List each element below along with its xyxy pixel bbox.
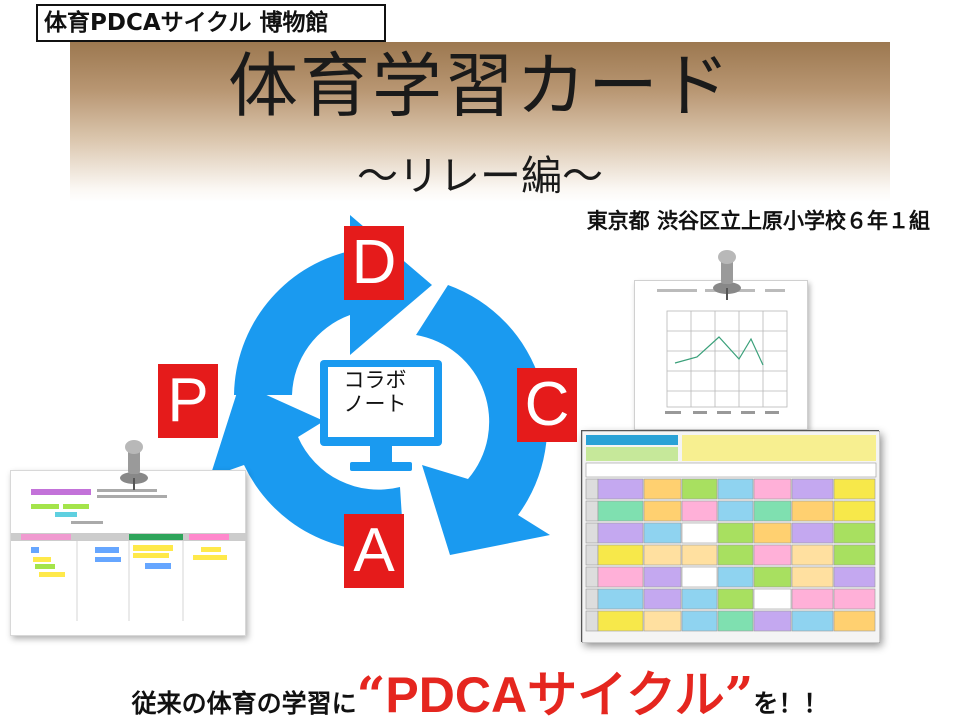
letter-a-box: A <box>344 514 404 588</box>
card-cell <box>717 588 754 610</box>
card-cell <box>597 522 644 544</box>
pdca-cycle-diagram <box>210 215 550 555</box>
card-cell <box>643 610 682 632</box>
card-cell <box>833 544 876 566</box>
card-cell <box>791 588 834 610</box>
card-cell <box>833 522 876 544</box>
monitor-label: コラボ ノート <box>330 368 420 416</box>
page-title: 体育学習カード <box>228 45 732 127</box>
card-cell <box>681 522 718 544</box>
pushpin-icon <box>120 440 148 490</box>
card-cell <box>717 610 754 632</box>
card-cell <box>585 588 599 610</box>
card-cell <box>681 478 718 500</box>
card-cell <box>585 462 877 478</box>
card-cell <box>585 566 599 588</box>
card-cell <box>833 500 876 522</box>
card-cell <box>833 588 876 610</box>
card-cell <box>791 522 834 544</box>
card-cell <box>597 610 644 632</box>
card-cell <box>753 588 792 610</box>
card-cell <box>791 566 834 588</box>
card-cell <box>753 478 792 500</box>
card-cell <box>753 566 792 588</box>
card-cell <box>643 566 682 588</box>
card-cell <box>585 544 599 566</box>
slogan-before: 従来の体育の学習に <box>131 689 357 718</box>
card-cell <box>717 478 754 500</box>
practice-menu-thumbnail <box>10 470 247 636</box>
card-cell <box>585 610 599 632</box>
card-cell <box>833 478 876 500</box>
learning-card-thumbnail <box>581 430 881 644</box>
card-cell <box>597 566 644 588</box>
card-cell <box>717 566 754 588</box>
card-cell <box>833 566 876 588</box>
monitor-icon <box>320 360 442 471</box>
slogan-open-quote: “ <box>356 665 386 720</box>
slogan-highlight: PDCAサイクル <box>385 667 725 720</box>
card-cell <box>586 435 678 445</box>
card-cell <box>753 522 792 544</box>
card-cell <box>643 500 682 522</box>
card-cell <box>597 544 644 566</box>
card-cell <box>681 500 718 522</box>
card-cell <box>717 544 754 566</box>
title-band <box>70 42 890 202</box>
card-cell <box>753 500 792 522</box>
card-cell <box>643 544 682 566</box>
museum-label: 体育PDCAサイクル 博物館 <box>36 4 386 42</box>
card-cell <box>791 544 834 566</box>
card-cell <box>753 610 792 632</box>
practice-menu-drawing <box>11 489 247 621</box>
card-cell <box>717 500 754 522</box>
card-cell <box>597 500 644 522</box>
card-cell <box>791 610 834 632</box>
monitor-label-line1: コラボ <box>343 368 407 392</box>
monitor-label-line2: ノート <box>343 392 407 416</box>
school-name: 東京都 渋谷区立上原小学校６年１組 <box>586 209 930 233</box>
learning-card-drawing <box>581 430 881 644</box>
chart-thumbnail-drawing <box>657 289 788 414</box>
card-cell <box>791 478 834 500</box>
card-cell <box>682 435 876 461</box>
slogan-after: を！！ <box>753 689 829 718</box>
card-cell <box>585 522 599 544</box>
cycle-arrow-right <box>416 285 550 555</box>
slogan-close-quote: ” <box>724 665 754 720</box>
card-cell <box>585 500 599 522</box>
card-cell <box>681 588 718 610</box>
card-cell <box>791 500 834 522</box>
letter-d-box: D <box>344 226 404 300</box>
cycle-arrow-bottom <box>210 383 404 551</box>
card-cell <box>753 544 792 566</box>
card-cell <box>833 610 876 632</box>
letter-c-box: C <box>517 368 577 442</box>
letter-p-box: P <box>158 364 218 438</box>
card-cell <box>681 566 718 588</box>
card-cell <box>643 522 682 544</box>
card-cell <box>597 588 644 610</box>
card-cell <box>586 447 678 461</box>
page-subtitle: 〜リレー編〜 <box>357 152 603 200</box>
card-cell <box>681 610 718 632</box>
card-cell <box>717 522 754 544</box>
pushpin-icon <box>713 250 741 300</box>
chart-card-thumbnail <box>634 280 808 430</box>
card-cell <box>681 544 718 566</box>
card-cell <box>585 478 599 500</box>
card-cell <box>643 588 682 610</box>
card-cell <box>597 478 644 500</box>
slogan: 従来の体育の学習に“PDCAサイクル”を！！ <box>0 655 960 720</box>
card-cell <box>643 478 682 500</box>
